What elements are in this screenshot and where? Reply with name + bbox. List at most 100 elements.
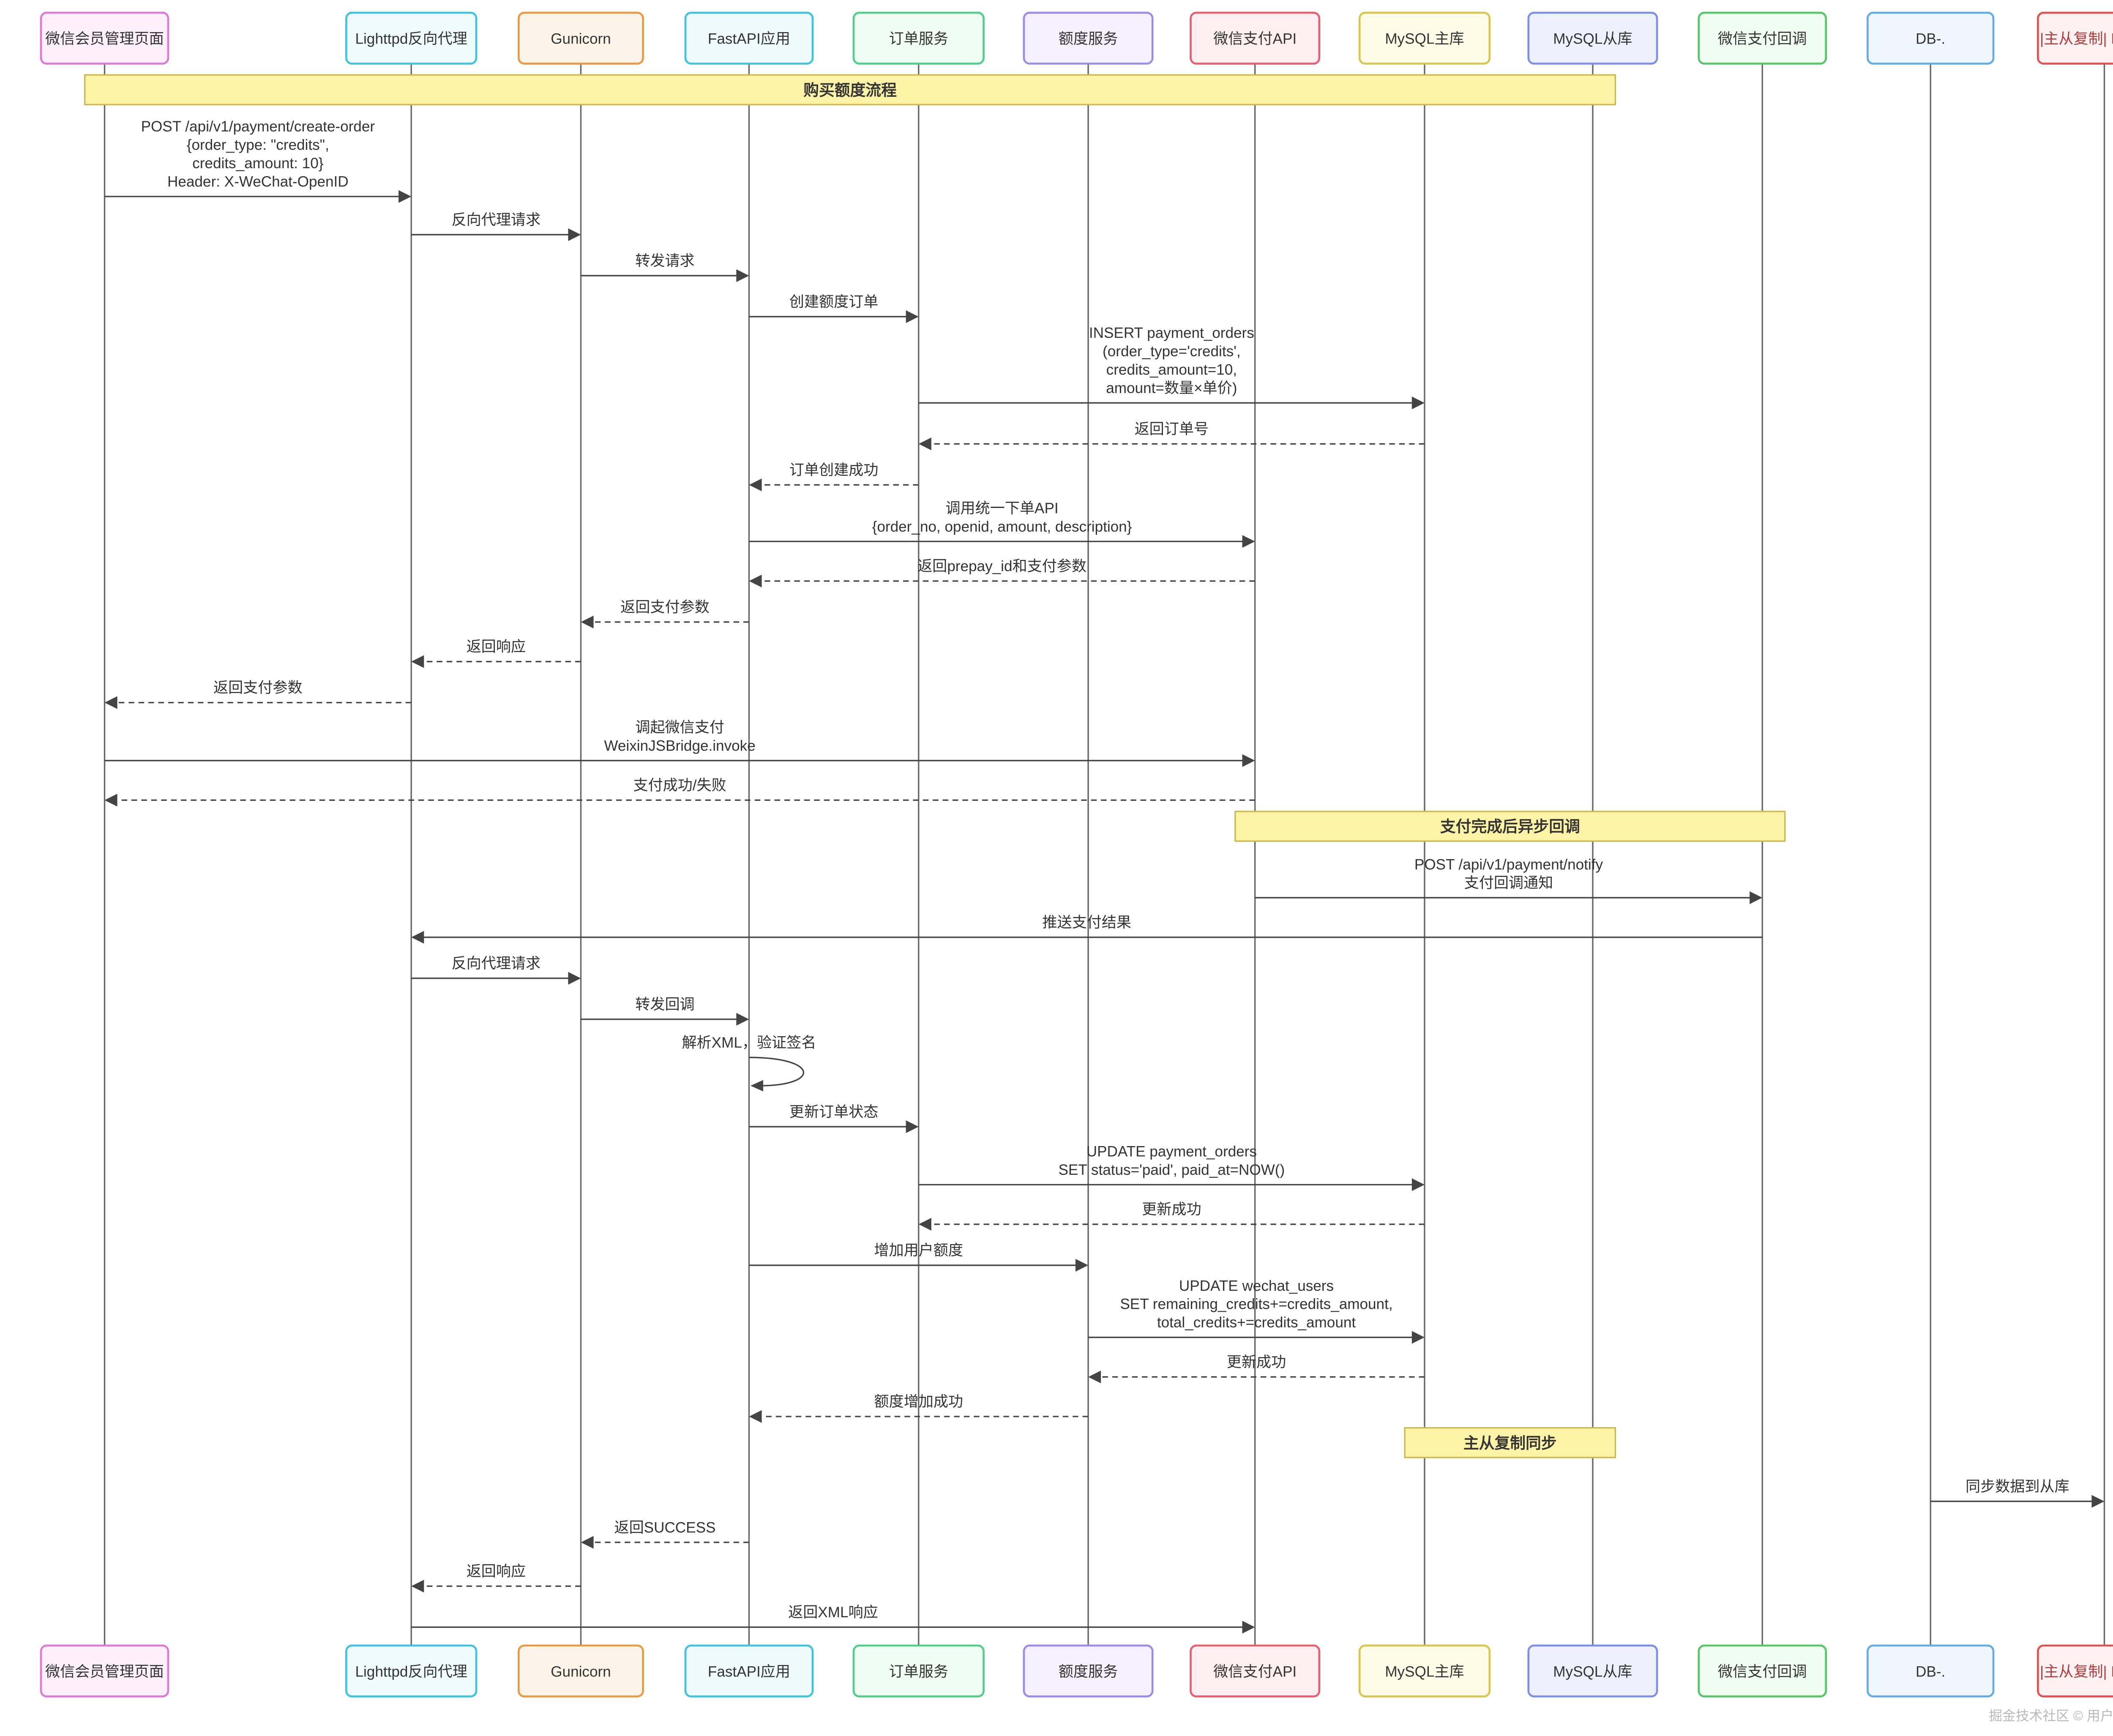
- arrowhead: [1088, 1370, 1101, 1384]
- participant-label-wechat-member-page: 微信会员管理页面: [45, 1664, 164, 1680]
- arrowhead: [1411, 1331, 1425, 1344]
- participant-label-wechat-pay-api: 微信支付API: [1213, 1664, 1297, 1680]
- message-label: credits_amount: 10}: [192, 155, 324, 172]
- arrowhead: [749, 1410, 762, 1423]
- participant-label-gunicorn: Gunicorn: [551, 1664, 611, 1680]
- section-banner-label: 支付完成后异步回调: [1440, 818, 1580, 835]
- participant-label-mysql-master: MySQL主库: [1385, 1664, 1464, 1680]
- participant-label-lighttpd-proxy: Lighttpd反向代理: [355, 1664, 467, 1680]
- arrowhead: [918, 1217, 931, 1231]
- message-label: 解析XML，验证签名: [682, 1035, 816, 1051]
- participant-label-db: DB-.: [1916, 31, 1945, 47]
- message-label: 返回响应: [467, 639, 526, 655]
- participant-label-wechat-pay-callback: 微信支付回调: [1718, 1664, 1807, 1680]
- arrowhead: [411, 1580, 424, 1593]
- participant-box-wechat-pay-api: [1190, 11, 1321, 65]
- arrowhead: [1411, 396, 1425, 409]
- participant-box-credit-service: [1023, 1644, 1154, 1698]
- participant-label-order-service: 订单服务: [889, 1664, 948, 1680]
- message-label: WeixinJSBridge.invoke: [604, 737, 755, 754]
- message-label: INSERT payment_orders: [1089, 325, 1254, 341]
- message-label: POST /api/v1/payment/create-order: [141, 118, 375, 135]
- participant-label-wechat-member-page: 微信会员管理页面: [45, 31, 164, 47]
- participant-box-mysql-slave: [1527, 11, 1658, 65]
- message-label: 返回响应: [467, 1563, 526, 1580]
- arrowhead: [1075, 1258, 1089, 1272]
- participant-label-fastapi-app: FastAPI应用: [708, 31, 790, 47]
- message-label: SET status='paid', paid_at=NOW(): [1059, 1162, 1285, 1178]
- message-label: 调用统一下单API: [945, 500, 1058, 516]
- message-label: 支付回调通知: [1464, 875, 1553, 891]
- arrowhead: [2091, 1495, 2105, 1508]
- message-label: total_credits+=credits_amount: [1157, 1314, 1356, 1331]
- participant-label-dbslave: |主从复制| DBSlave: [2040, 1664, 2113, 1680]
- message-label: POST /api/v1/payment/notify: [1414, 856, 1603, 873]
- self-message-loop: [749, 1056, 804, 1086]
- participant-label-mysql-master: MySQL主库: [1385, 31, 1464, 47]
- arrowhead: [104, 794, 117, 807]
- section-banner-label: 购买额度流程: [803, 82, 897, 99]
- section-banner: [1234, 811, 1786, 842]
- message-label: SET remaining_credits+=credits_amount,: [1120, 1296, 1392, 1313]
- arrowhead: [750, 1080, 763, 1092]
- message-label: 返回订单号: [1135, 421, 1209, 437]
- message-label: {order_type: "credits",: [187, 137, 329, 153]
- participant-box-gunicorn: [517, 1644, 644, 1698]
- participant-label-credit-service: 额度服务: [1059, 31, 1118, 47]
- participant-box-db: [1867, 1644, 1995, 1698]
- message-label: 返回支付参数: [213, 680, 303, 696]
- arrowhead: [1411, 1178, 1425, 1191]
- participant-label-order-service: 订单服务: [889, 31, 948, 47]
- message-label: (order_type='credits',: [1103, 343, 1241, 360]
- message-label: 支付成功/失败: [633, 777, 726, 794]
- arrowhead: [411, 655, 424, 668]
- message-label: 增加用户额度: [874, 1242, 963, 1259]
- participant-label-credit-service: 额度服务: [1059, 1664, 1118, 1680]
- arrowhead: [906, 1120, 919, 1133]
- message-label: 返回prepay_id和支付参数: [917, 558, 1087, 574]
- message-label: credits_amount=10,: [1106, 361, 1237, 378]
- message-label: 推送支付结果: [1042, 914, 1131, 931]
- message-label: {order_no, openid, amount, description}: [872, 519, 1132, 535]
- message-label: 更新成功: [1227, 1354, 1286, 1370]
- participant-box-wechat-pay-api: [1190, 1644, 1321, 1698]
- participant-box-mysql-master: [1358, 11, 1491, 65]
- arrowhead: [918, 437, 931, 450]
- participant-box-wechat-pay-callback: [1698, 11, 1827, 65]
- participant-label-wechat-pay-api: 微信支付API: [1213, 31, 1297, 47]
- arrowhead: [1242, 535, 1255, 548]
- arrowhead: [568, 972, 581, 985]
- participant-box-lighttpd-proxy: [345, 11, 478, 65]
- message-label: 订单创建成功: [789, 462, 879, 478]
- participant-box-credit-service: [1023, 11, 1154, 65]
- arrowhead: [1242, 1621, 1255, 1634]
- participant-box-mysql-slave: [1527, 1644, 1658, 1698]
- participant-box-order-service: [852, 11, 985, 65]
- arrowhead: [736, 1013, 749, 1026]
- message-label: 更新订单状态: [789, 1104, 879, 1120]
- message-label: UPDATE wechat_users: [1179, 1277, 1334, 1294]
- participant-box-gunicorn: [517, 11, 644, 65]
- arrowhead: [749, 574, 762, 587]
- message-label: amount=数量×单价): [1106, 380, 1237, 396]
- arrowhead: [906, 310, 919, 323]
- arrowhead: [1242, 754, 1255, 767]
- message-label: 创建额度订单: [789, 294, 879, 310]
- arrowhead: [411, 931, 424, 944]
- message-label: 额度增加成功: [874, 1394, 963, 1410]
- message-label: 转发回调: [635, 996, 694, 1013]
- participant-label-mysql-slave: MySQL从库: [1553, 31, 1632, 47]
- arrowhead: [749, 478, 762, 491]
- participant-box-db: [1867, 11, 1995, 65]
- participant-box-fastapi-app: [684, 1644, 814, 1698]
- message-label: UPDATE payment_orders: [1087, 1143, 1257, 1160]
- arrowhead: [581, 1536, 594, 1549]
- participant-box-wechat-member-page: [40, 11, 169, 65]
- participant-label-fastapi-app: FastAPI应用: [708, 1664, 790, 1680]
- participant-label-lighttpd-proxy: Lighttpd反向代理: [355, 31, 467, 47]
- message-label: 反向代理请求: [452, 955, 541, 972]
- message-label: Header: X-WeChat-OpenID: [167, 174, 349, 190]
- message-label: 转发请求: [635, 253, 694, 269]
- section-banner: [1404, 1427, 1616, 1458]
